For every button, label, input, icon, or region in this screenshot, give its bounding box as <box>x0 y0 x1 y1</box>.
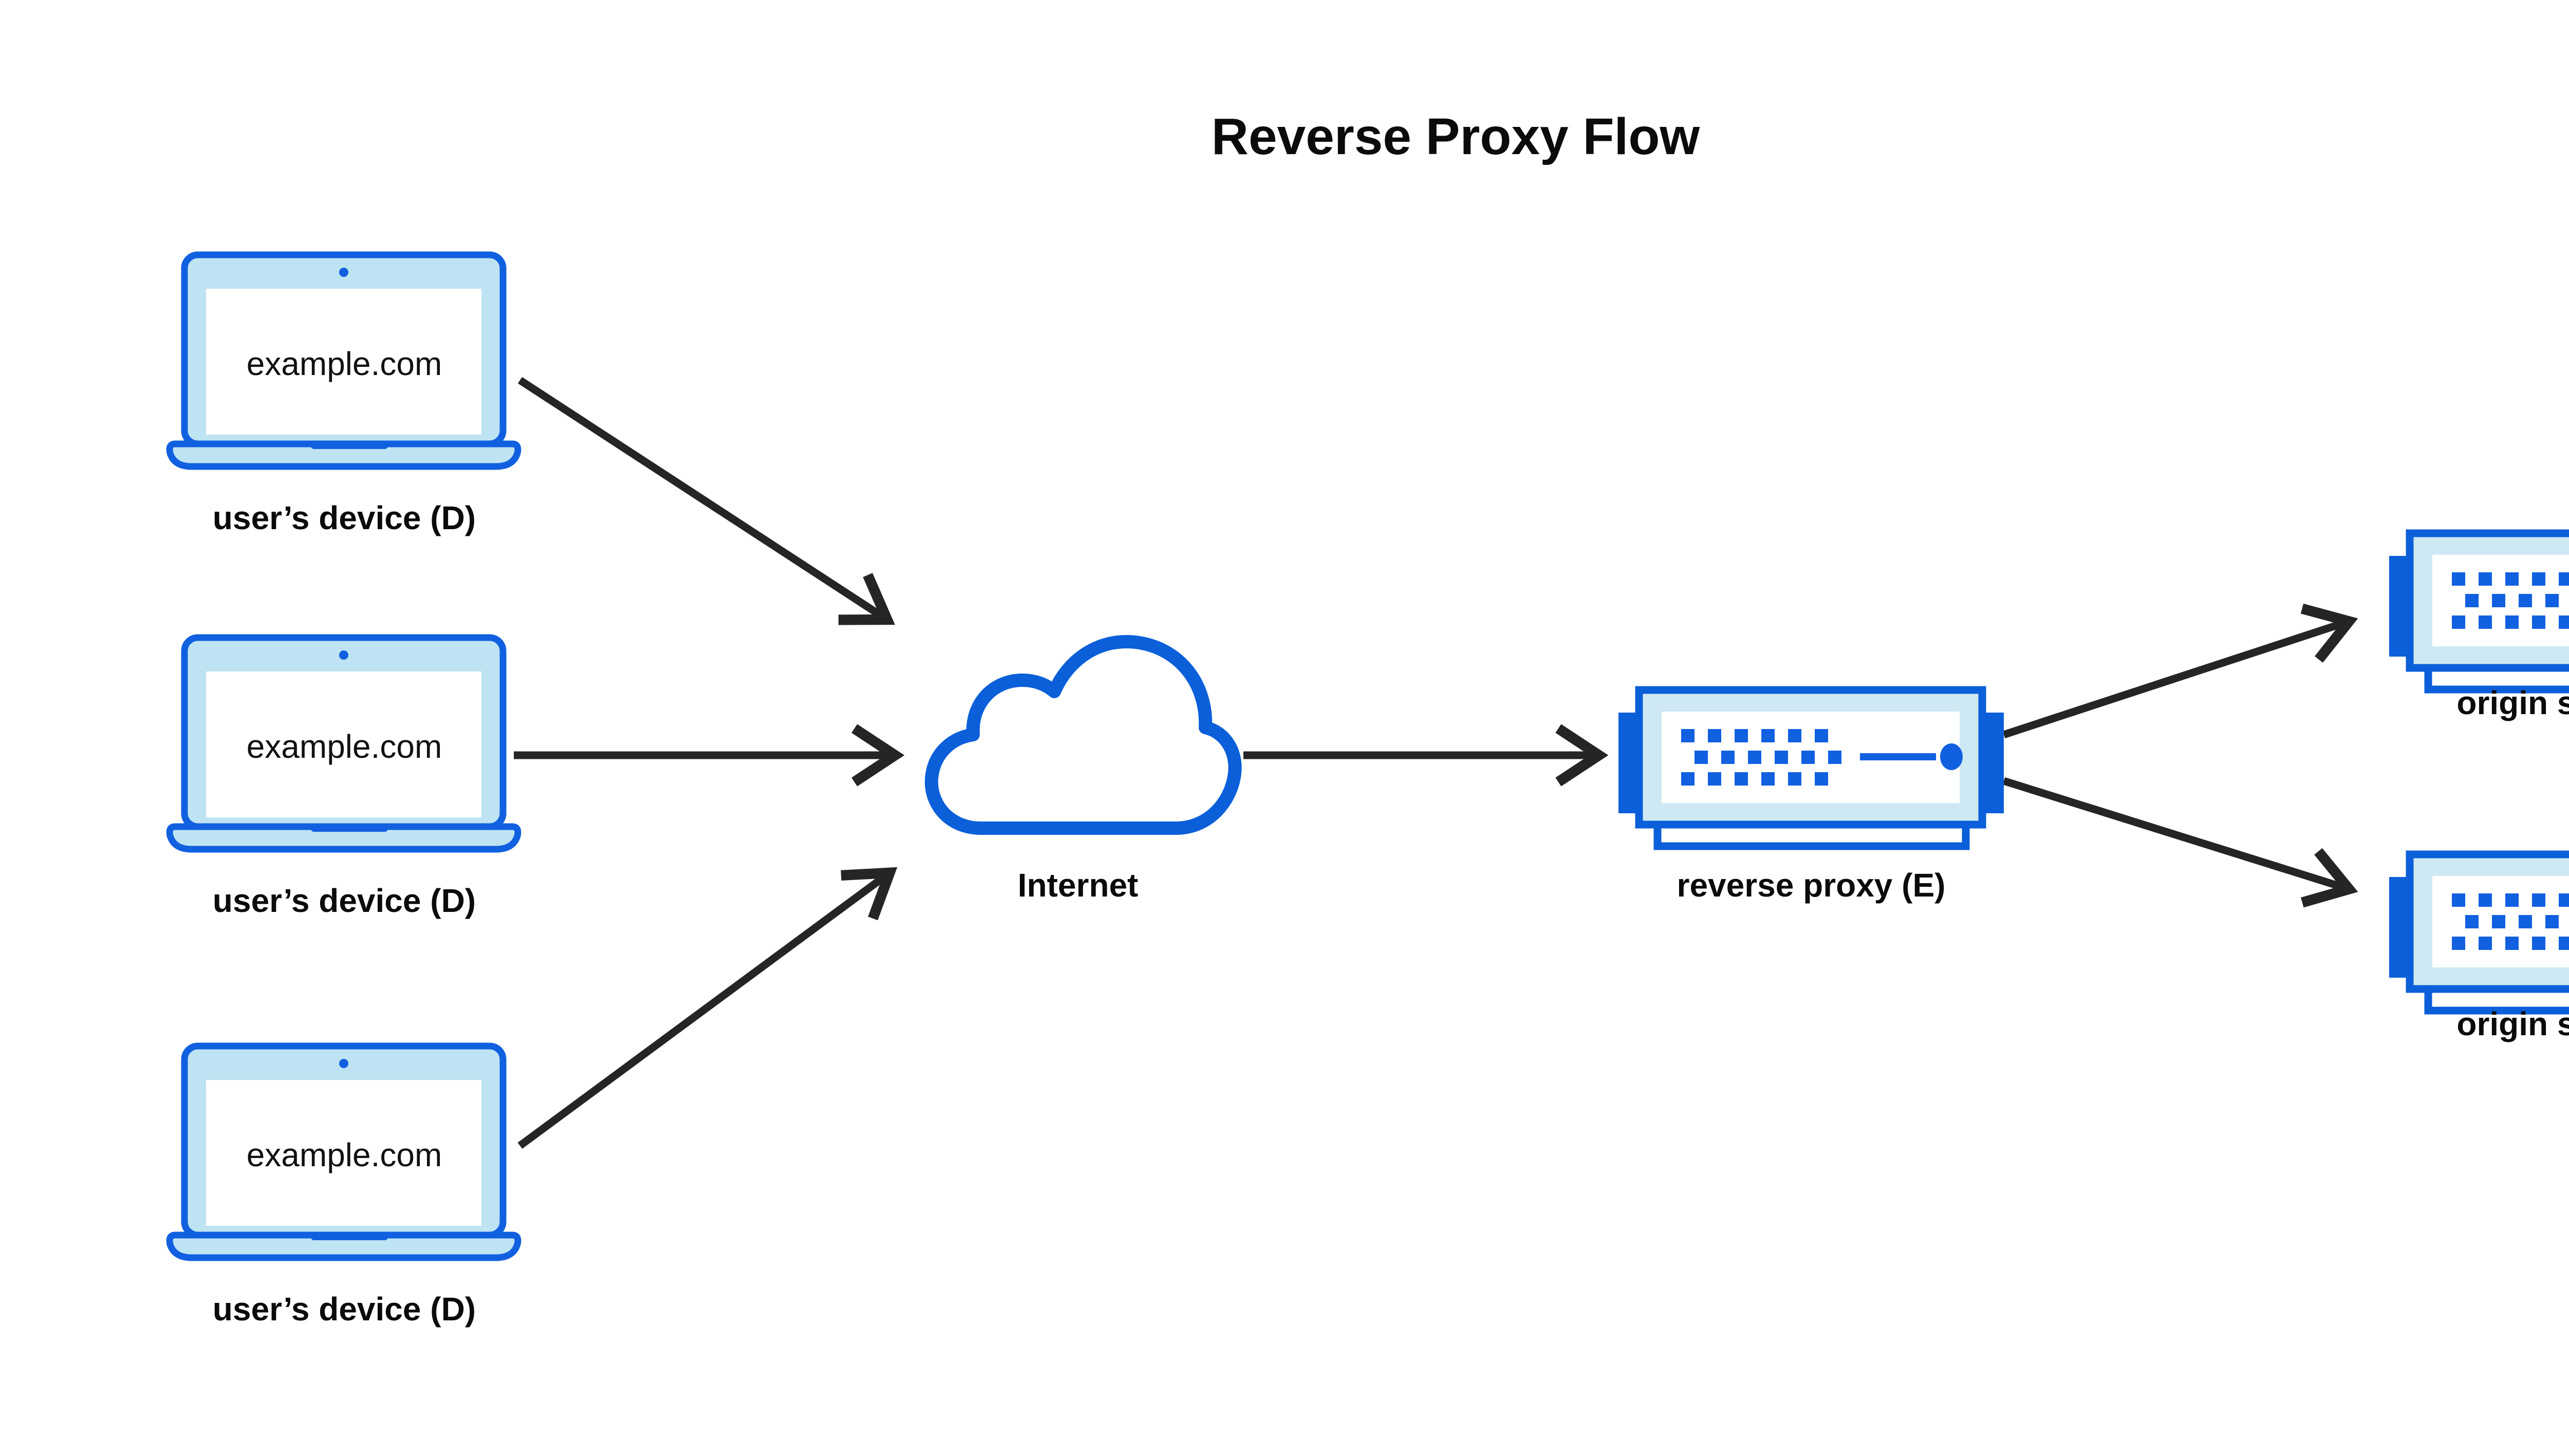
client-2-label: user’s device (D) <box>213 882 476 919</box>
origin-2-label: origin server (F) <box>2456 1005 2569 1042</box>
client-2-screen-text: example.com <box>247 728 442 765</box>
client-3-screen-text: example.com <box>247 1136 442 1173</box>
edge-client3-to-internet <box>517 867 898 1149</box>
node-origin-2[interactable]: origin server (F) <box>2389 854 2569 1042</box>
internet-label: Internet <box>1018 867 1139 904</box>
client-3-label: user’s device (D) <box>213 1291 476 1328</box>
node-client-2[interactable]: example.com user’s device (D) <box>170 638 518 919</box>
server-icon <box>2389 533 2569 689</box>
origin-1-label: origin server (F) <box>2456 684 2569 721</box>
cloud-icon <box>932 642 1235 828</box>
reverse-proxy-label: reverse proxy (E) <box>1677 867 1946 904</box>
edge-client1-to-internet <box>517 377 896 625</box>
edges-layer <box>514 377 2358 1149</box>
edge-proxy-to-origin2 <box>2002 777 2358 908</box>
node-client-3[interactable]: example.com user’s device (D) <box>170 1046 518 1328</box>
node-client-1[interactable]: example.com user’s device (D) <box>170 255 518 536</box>
node-reverse-proxy[interactable]: reverse proxy (E) <box>1618 690 2004 904</box>
edge-proxy-to-origin1 <box>2002 603 2358 739</box>
node-origin-1[interactable]: origin server (F) <box>2389 533 2569 721</box>
client-1-label: user’s device (D) <box>213 499 476 536</box>
page-title: Reverse Proxy Flow <box>1212 108 1700 165</box>
server-icon <box>1618 690 2004 846</box>
client-1-screen-text: example.com <box>247 345 442 382</box>
server-icon <box>2389 854 2569 1011</box>
node-internet[interactable]: Internet <box>932 642 1235 904</box>
